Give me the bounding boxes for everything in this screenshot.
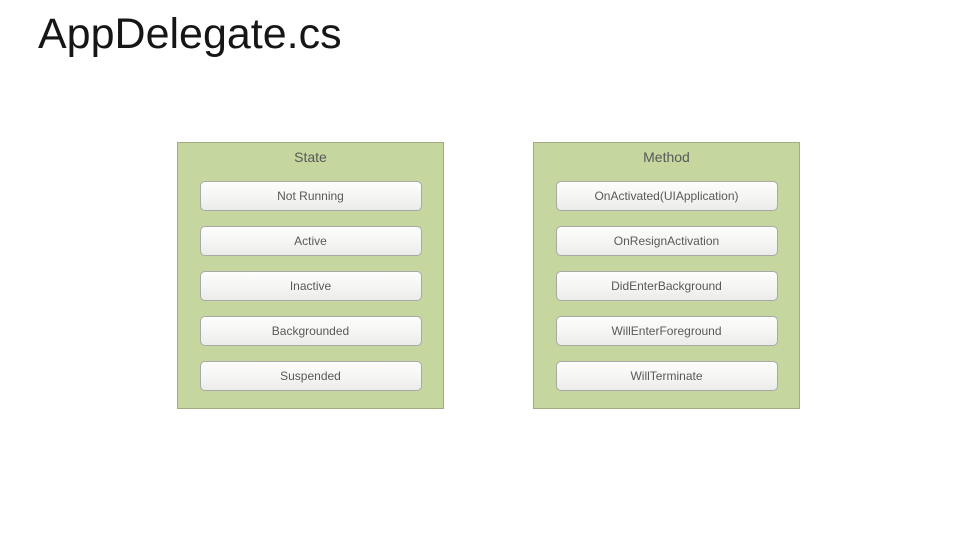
method-item-onactivated: OnActivated(UIApplication) <box>555 181 778 211</box>
method-item-onresignactivation: OnResignActivation <box>555 226 778 256</box>
state-item-suspended: Suspended <box>199 361 422 391</box>
method-panel: Method OnActivated(UIApplication) OnResi… <box>533 142 800 409</box>
state-panel: State Not Running Active Inactive Backgr… <box>177 142 444 409</box>
state-panel-header: State <box>294 149 327 165</box>
method-item-didenterbackground: DidEnterBackground <box>555 271 778 301</box>
state-item-inactive: Inactive <box>199 271 422 301</box>
slide-title: AppDelegate.cs <box>38 10 342 58</box>
method-item-willenterforeground: WillEnterForeground <box>555 316 778 346</box>
state-item-active: Active <box>199 226 422 256</box>
state-item-not-running: Not Running <box>199 181 422 211</box>
method-panel-header: Method <box>643 149 690 165</box>
method-item-willterminate: WillTerminate <box>555 361 778 391</box>
state-item-backgrounded: Backgrounded <box>199 316 422 346</box>
